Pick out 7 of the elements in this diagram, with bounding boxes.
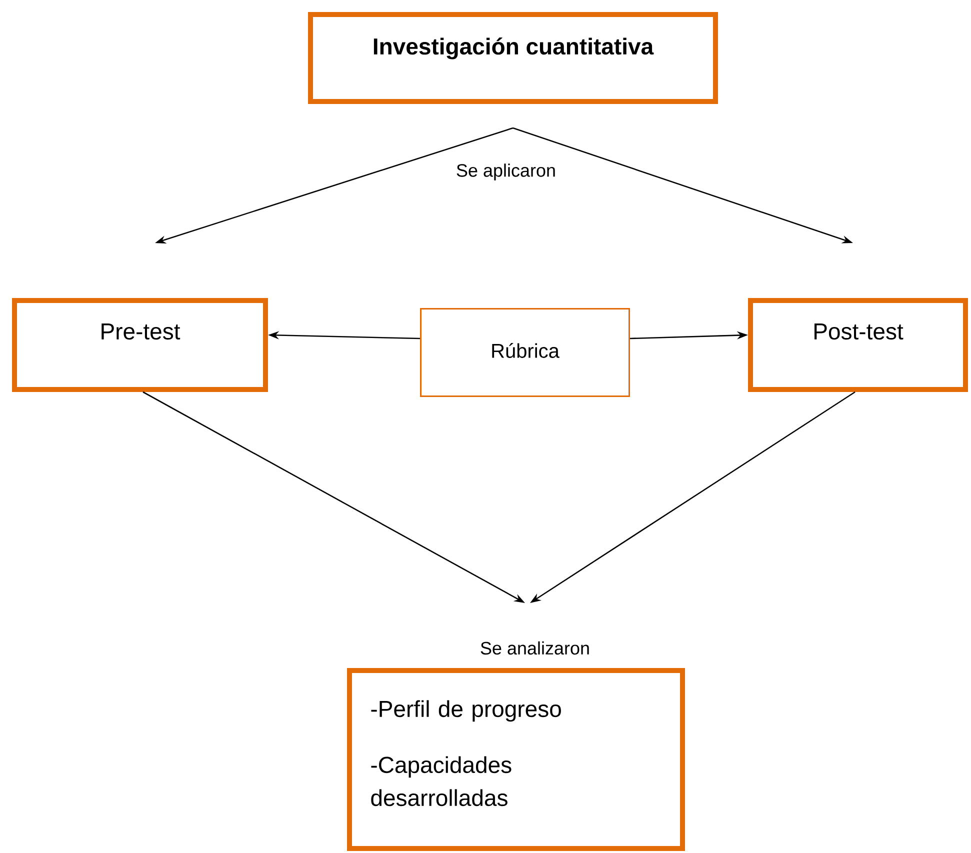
text-box: Rúbrica [420, 308, 630, 397]
text-box: Post-test [748, 298, 968, 392]
node-label: Se analizaron [480, 641, 589, 655]
text-box: -Perfil de progreso -Capacidades desarrolladas [347, 668, 685, 851]
text-label: Se aplicaron [456, 164, 555, 180]
text-box: Investigación cuantitativa [308, 12, 718, 104]
text-box: Pre-test [12, 298, 268, 392]
